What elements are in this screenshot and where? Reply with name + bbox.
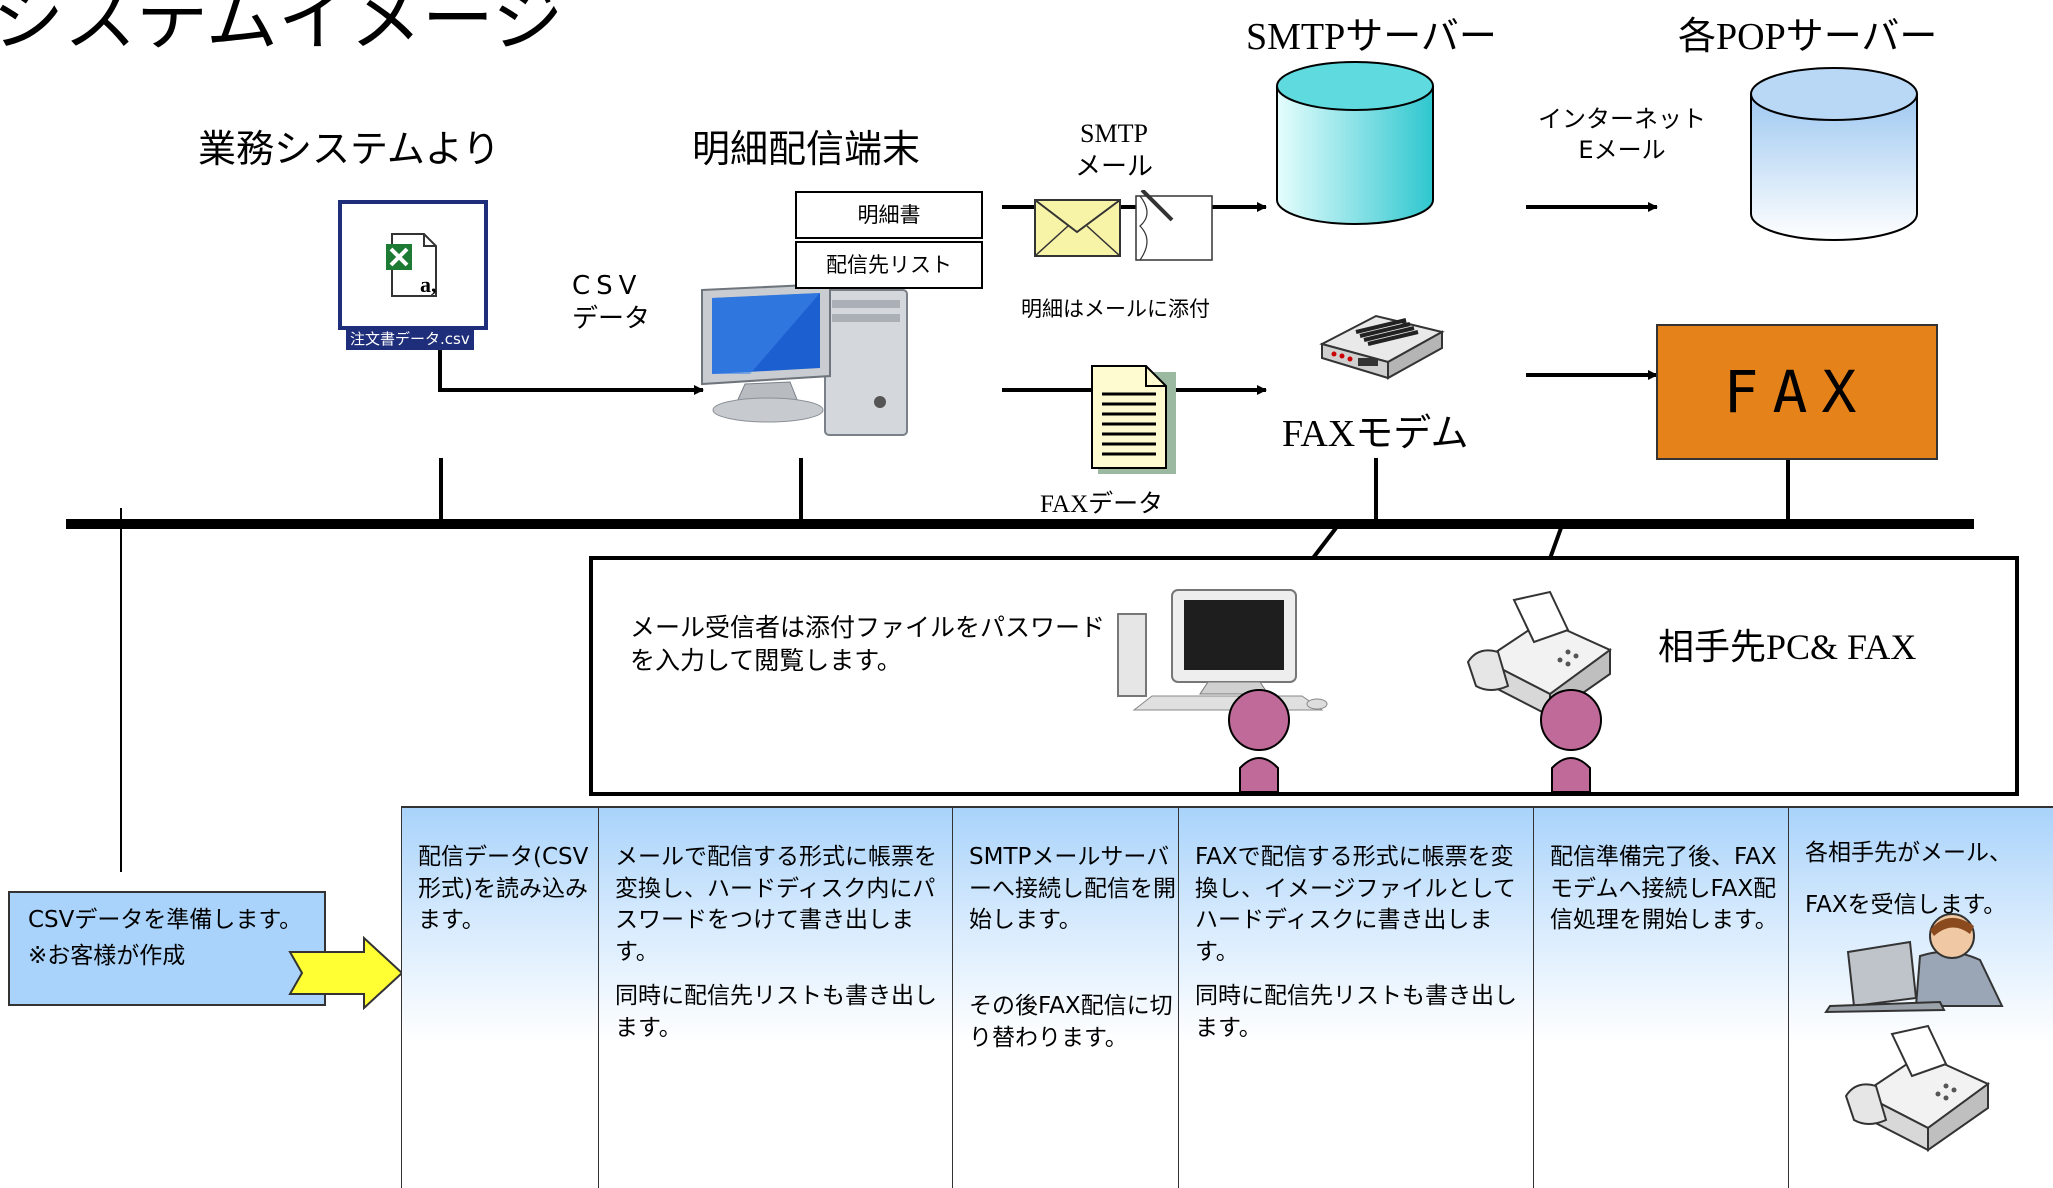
terminal-label: 明細配信端末 bbox=[692, 127, 921, 171]
step-6-text: 各相手先がメール、 FAXを受信します。 bbox=[1805, 840, 2012, 918]
recipient-title: 相手先PC& FAX bbox=[1658, 627, 1917, 667]
attach-note: 明細はメールに添付 bbox=[1021, 297, 1210, 321]
fax-machine-icon bbox=[1842, 1024, 1992, 1168]
desktop-computer-icon bbox=[690, 280, 940, 444]
csv-data-label: CSV データ bbox=[572, 271, 651, 334]
smtp-server-icon bbox=[1274, 60, 1436, 230]
step-column-5: 配信準備完了後、FAXモデムへ接続しFAX配信処理を開始します。 bbox=[1533, 808, 1789, 1188]
fax-box-label: FAX bbox=[1723, 358, 1871, 426]
pop-server-label: 各POPサーバー bbox=[1678, 16, 1938, 58]
step-column-3: SMTPメールサーバーへ接続し配信を開始します。 その後FAX配信に切り替わりま… bbox=[952, 808, 1179, 1188]
step-column-1: 配信データ(CSV形式)を読み込みます。 bbox=[401, 808, 599, 1188]
arrow-csv-to-terminal bbox=[438, 340, 704, 395]
user-laptop-icon bbox=[1820, 906, 2020, 1020]
fax-modem-label: FAXモデム bbox=[1282, 413, 1469, 455]
smtp-mail-label: SMTP メール bbox=[1075, 119, 1154, 182]
recipient-note: メール受信者は添付ファイルをパスワード を入力して閲覧します。 bbox=[630, 613, 1106, 675]
person-icon bbox=[1222, 688, 1296, 796]
step-column-2: メールで配信する形式に帳票を変換し、ハードディスク内にパスワードをつけて書き出し… bbox=[598, 808, 953, 1188]
step-5-text: 配信準備完了後、FAXモデムへ接続しFAX配信処理を開始します。 bbox=[1550, 844, 1778, 934]
internet-label: インターネット Eメール bbox=[1538, 105, 1706, 165]
fax-data-label: FAXデータ bbox=[1040, 491, 1164, 518]
meisaisho-box: 明細書 bbox=[795, 191, 983, 239]
step-3-text: SMTPメールサーバーへ接続し配信を開始します。 その後FAX配信に切り替わりま… bbox=[969, 844, 1176, 1051]
document-icon bbox=[1090, 364, 1180, 480]
step-2-text: メールで配信する形式に帳票を変換し、ハードディスク内にパスワードをつけて書き出し… bbox=[615, 844, 937, 1041]
pc-icon bbox=[1112, 584, 1342, 718]
svg-text:a,: a, bbox=[420, 272, 437, 297]
step-1-text: 配信データ(CSV形式)を読み込みます。 bbox=[418, 844, 589, 934]
yellow-arrow-icon bbox=[288, 935, 406, 1014]
prep-box: CSVデータを準備します。 ※お客様が作成 bbox=[8, 891, 326, 1006]
pop-server-icon bbox=[1748, 64, 1920, 248]
haishinsaki-box: 配信先リスト bbox=[795, 241, 983, 289]
step-column-4: FAXで配信する形式に帳票を変換し、イメージファイルとしてハードディスクに書き出… bbox=[1178, 808, 1534, 1188]
step-4-text: FAXで配信する形式に帳票を変換し、イメージファイルとしてハードディスクに書き出… bbox=[1195, 844, 1517, 1041]
envelope-icon bbox=[1032, 188, 1222, 274]
step-band-top-border bbox=[401, 806, 2053, 808]
excel-file-icon: a, bbox=[338, 200, 488, 330]
file-icon-caption: 注文書データ.csv bbox=[346, 327, 474, 350]
fax-modem-icon bbox=[1316, 306, 1446, 386]
recipient-panel bbox=[589, 556, 2019, 796]
page-title: システムイメージ bbox=[0, 0, 565, 61]
smtp-server-label: SMTPサーバー bbox=[1246, 16, 1497, 58]
business-system-label: 業務システムより bbox=[198, 127, 501, 171]
person-icon bbox=[1534, 688, 1608, 796]
fax-box: FAX bbox=[1656, 324, 1938, 460]
